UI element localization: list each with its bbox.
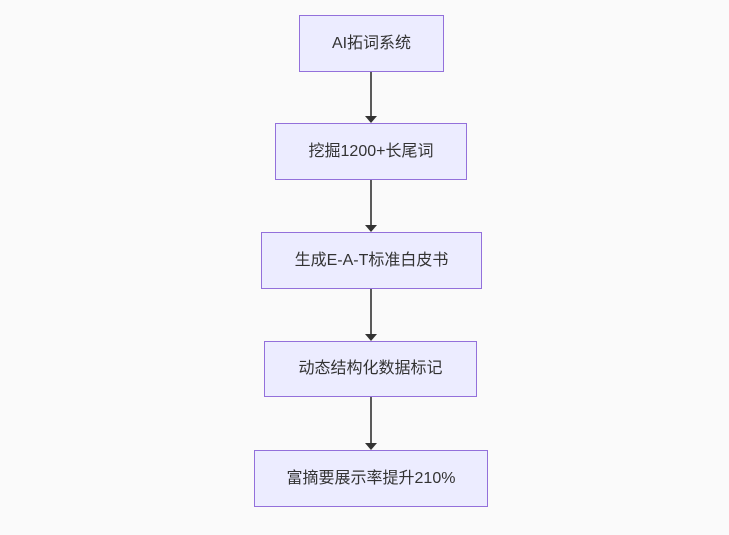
flow-node-longtail-mining: 挖掘1200+长尾词 [275,123,467,180]
flow-node-label: 挖掘1200+长尾词 [308,142,434,160]
flow-node-structured-data-markup: 动态结构化数据标记 [264,341,477,397]
arrow-head-icon [365,443,377,450]
arrow-line [370,289,372,334]
flow-node-label: AI拓词系统 [331,34,412,52]
flow-arrow-2 [365,180,377,232]
flow-node-label: 富摘要展示率提升210% [286,469,456,487]
arrow-head-icon [365,116,377,123]
arrow-head-icon [365,225,377,232]
arrow-line [370,180,372,225]
flow-node-label: 动态结构化数据标记 [298,360,443,378]
arrow-head-icon [365,334,377,341]
arrow-line [370,72,372,116]
flow-node-rich-snippet-result: 富摘要展示率提升210% [254,450,488,507]
flow-node-eat-whitepaper: 生成E-A-T标准白皮书 [261,232,482,289]
arrow-line [370,397,372,443]
flow-node-ai-word-system: AI拓词系统 [299,15,444,72]
flow-node-label: 生成E-A-T标准白皮书 [294,251,449,269]
flow-arrow-4 [365,397,377,450]
flow-arrow-3 [365,289,377,341]
flow-arrow-1 [365,72,377,123]
